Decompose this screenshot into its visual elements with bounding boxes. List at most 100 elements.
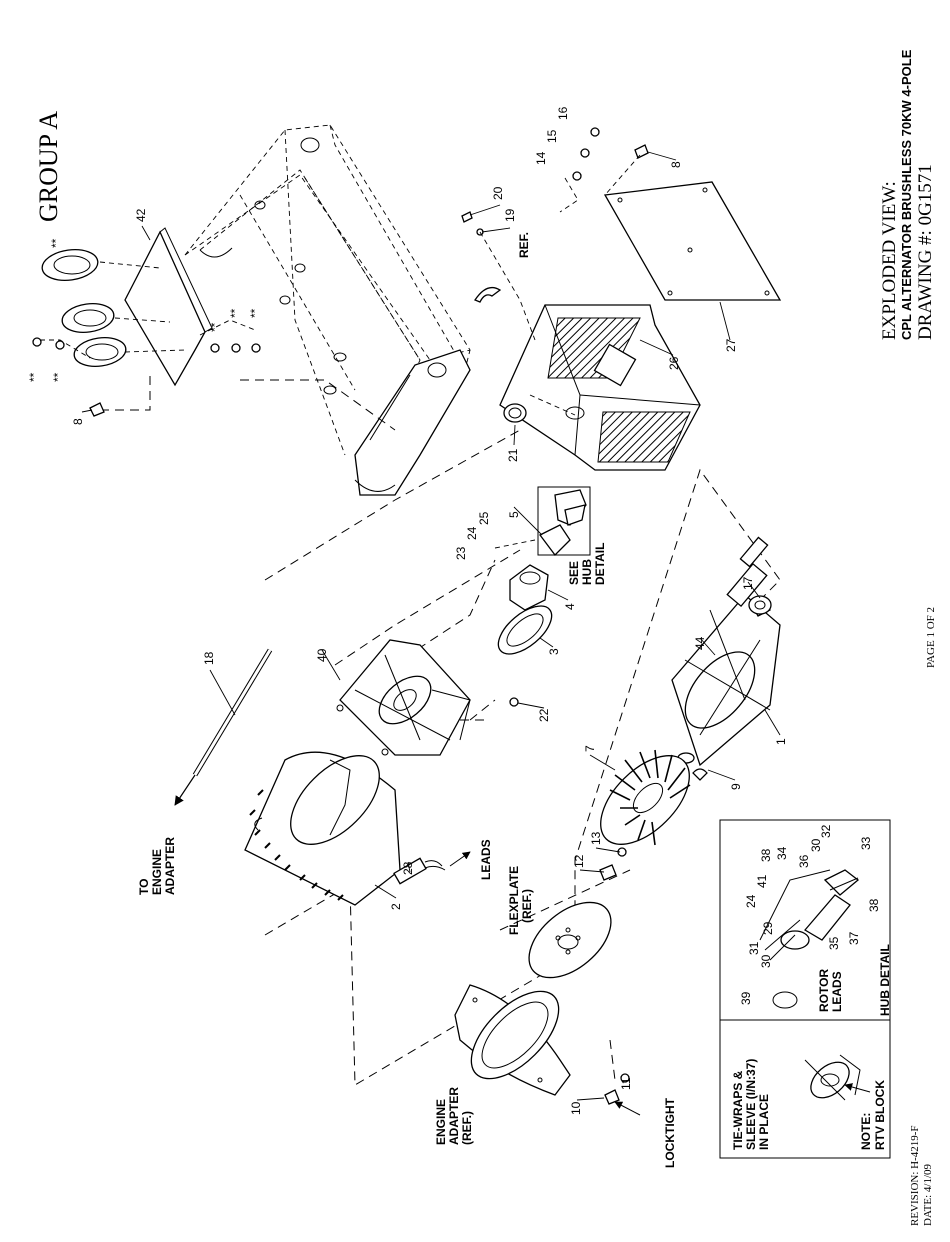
title-line-2: CPL ALTERNATOR BRUSHLESS 70KW 4-POLE — [899, 49, 914, 340]
stator-slots — [249, 789, 344, 901]
callout-18: 18 — [202, 651, 216, 665]
engine-adapter — [454, 984, 571, 1096]
rtv-block-drawing — [804, 1054, 871, 1101]
hub-callout-31: 31 — [747, 941, 761, 955]
fan-blades — [609, 749, 691, 846]
fan-bolts — [599, 847, 627, 881]
group-title: GROUP A — [34, 111, 63, 222]
tie-wraps-3: IN PLACE — [757, 1094, 771, 1150]
rotor-leads-2: LEADS — [830, 971, 844, 1012]
bearing-17 — [748, 595, 772, 615]
title-block: EXPLODED VIEW: CPL ALTERNATOR BRUSHLESS … — [879, 49, 936, 340]
flexplate — [528, 901, 612, 979]
detail-box — [719, 819, 891, 1159]
callout-8a: 8 — [71, 418, 85, 425]
hub-callout-33: 33 — [859, 836, 873, 850]
callout-16: 16 — [556, 106, 570, 120]
hub-callout-29: 29 — [761, 921, 775, 935]
callout-12: 12 — [572, 854, 586, 868]
callout-28: 28 — [401, 861, 415, 875]
hub-detail-drawing — [759, 869, 860, 1009]
svg-text:PAGE 1 OF 2: PAGE 1 OF 2 — [925, 607, 937, 668]
see-hub-detail-2: HUB — [580, 559, 594, 585]
flexplate-label-2: (REF.) — [520, 889, 534, 923]
callout-4: 4 — [563, 603, 577, 610]
leader-lines — [81, 151, 781, 1101]
callout-ss2: ** — [27, 372, 41, 382]
svg-text:REVISION: H-4219-F: REVISION: H-4219-F — [909, 1125, 921, 1226]
callout-ss1: ** — [49, 238, 63, 248]
flexplate-label-1: FLEXPLATE — [507, 866, 521, 935]
rtv-block-label: RTV BLOCK — [873, 1080, 887, 1150]
hub-callout-36: 36 — [797, 854, 811, 868]
bracket-hardware — [32, 337, 261, 417]
page-label: PAGE 1 OF 2 — [925, 607, 937, 668]
callout-11: 11 — [619, 1077, 633, 1090]
to-engine-adapter-2: ENGINE — [150, 849, 164, 895]
ref-label: REF. — [517, 232, 531, 258]
gasket-ref — [474, 286, 502, 303]
note-labels: TO ENGINE ADAPTER LEADS FLEXPLATE (REF.)… — [137, 232, 892, 1168]
callout-27: 27 — [724, 338, 738, 352]
callout-20: 20 — [491, 186, 505, 200]
callout-ss5: ** — [228, 308, 242, 318]
callout-14: 14 — [534, 151, 548, 165]
callout-1: 1 — [774, 738, 788, 745]
callout-26: 26 — [667, 356, 681, 370]
stud-18 — [174, 648, 273, 806]
bracket-42 — [40, 227, 396, 431]
callout-8b: 8 — [669, 161, 683, 168]
callout-2: 2 — [389, 903, 403, 910]
hub-callout-38b: 38 — [867, 898, 881, 912]
panel-27 — [603, 181, 782, 301]
engine-adapter-label-3: (REF.) — [460, 1111, 474, 1145]
to-engine-adapter-3: ADAPTER — [163, 837, 177, 895]
hub-callout-35: 35 — [827, 936, 841, 950]
hub-callout-32: 32 — [819, 824, 833, 838]
callout-7: 7 — [583, 745, 597, 752]
end-bracket-40 — [336, 639, 471, 756]
date-label: DATE: 4/1/09 — [922, 1163, 934, 1226]
callout-25: 25 — [477, 511, 491, 525]
enclosure-26 — [499, 304, 701, 471]
engine-adapter-label-1: ENGINE — [434, 1099, 448, 1145]
callout-40: 40 — [315, 648, 329, 662]
callout-15: 15 — [545, 129, 559, 143]
callout-ss6: ** — [248, 308, 262, 318]
tie-wraps-2: SLEEVE (I/N:37) — [744, 1059, 758, 1150]
svg-text:GROUP A: GROUP A — [34, 111, 63, 222]
to-engine-adapter-1: TO — [137, 879, 151, 895]
see-hub-detail-3: DETAIL — [593, 543, 607, 585]
ring-21 — [503, 403, 527, 423]
callouts: 42 ** ** ** ** ** ** 8 8 14 15 16 20 19 … — [27, 106, 881, 1115]
hub-callout-34: 34 — [775, 846, 789, 860]
callout-ss3: ** — [51, 372, 65, 382]
hub-detail-label: HUB DETAIL — [878, 944, 892, 1016]
rotor-1 — [671, 536, 781, 781]
callout-ss4: ** — [208, 322, 222, 332]
callout-42: 42 — [134, 208, 148, 222]
note-label: NOTE: — [859, 1113, 873, 1150]
callout-19: 19 — [503, 208, 517, 222]
stator-2 — [244, 751, 471, 906]
enclosure-hardware — [461, 127, 649, 341]
hub-callout-41: 41 — [755, 874, 769, 888]
callout-24: 24 — [465, 526, 479, 540]
hub-callout-30b: 30 — [759, 954, 773, 968]
hub-callout-30a: 30 — [809, 838, 823, 852]
leads-label: LEADS — [479, 839, 493, 880]
callout-3: 3 — [547, 648, 561, 655]
base-frame — [184, 124, 471, 496]
svg-text:DATE: 4/1/09: DATE: 4/1/09 — [922, 1163, 934, 1226]
title-line-1: EXPLODED VIEW: — [879, 181, 900, 340]
callout-5: 5 — [507, 511, 521, 518]
engine-adapter-label-2: ADAPTER — [447, 1087, 461, 1145]
hub-callout-38a: 38 — [759, 848, 773, 862]
hub-callout-39: 39 — [739, 991, 753, 1005]
fan-7 — [600, 749, 691, 846]
revision-label: REVISION: H-4219-F — [909, 1125, 921, 1226]
callout-9: 9 — [729, 783, 743, 790]
hub-callout-24: 24 — [744, 894, 758, 908]
